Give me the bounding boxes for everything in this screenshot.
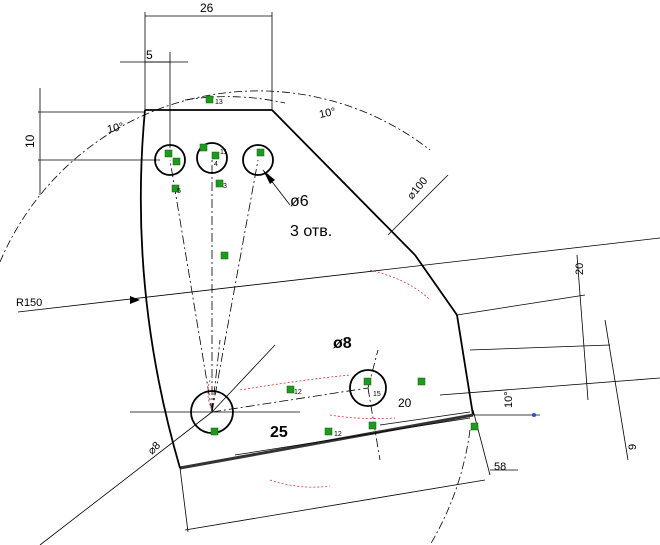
relation-label-5: 5 xyxy=(177,188,181,195)
relation-label-12a: 12 xyxy=(294,389,302,396)
relation-label-4: 4 xyxy=(214,161,218,168)
relation-label-12b: 12 xyxy=(334,431,342,438)
relation-markers xyxy=(164,95,479,436)
callout-hole6-count: 3 отв. xyxy=(290,223,332,240)
sketch-traces xyxy=(207,269,431,488)
dim-right-20[interactable]: 20 xyxy=(574,263,586,275)
dim-bottom-58[interactable]: 58 xyxy=(494,461,506,473)
center-lines xyxy=(169,158,381,461)
outline-bottom-edge[interactable] xyxy=(179,413,474,470)
arrow-r150 xyxy=(130,296,140,304)
relation-label-15: 15 xyxy=(373,391,381,398)
dim-vertical-10[interactable]: 10 xyxy=(23,134,37,148)
relation-label-3: 3 xyxy=(223,183,227,190)
dim-hole-offset[interactable]: 5 xyxy=(146,48,153,62)
outline-right-lower[interactable] xyxy=(456,314,474,416)
dim-right-9[interactable]: 9 xyxy=(627,444,639,450)
callout-hole6-dia: ø6 xyxy=(290,193,309,210)
relation-label-13: 13 xyxy=(215,99,223,106)
callout-hole8-dia: ø8 xyxy=(333,335,352,352)
hole-8-center[interactable] xyxy=(349,369,387,407)
construction-arc-top xyxy=(184,96,286,104)
hole-6-right[interactable] xyxy=(242,144,274,176)
dim-angle-right[interactable]: 10° xyxy=(318,106,337,121)
dim-mid-20[interactable]: 20 xyxy=(398,396,412,410)
hole-6-middle[interactable] xyxy=(196,142,228,174)
outline-right-chamfer[interactable] xyxy=(271,109,416,256)
dim-bottom-25[interactable]: 25 xyxy=(270,424,288,441)
dim-radius[interactable]: R150 xyxy=(16,297,42,309)
dim-hole8-dia[interactable]: ⌀8 xyxy=(146,440,164,458)
relation-label-11: 11 xyxy=(220,149,227,156)
dim-angle-left[interactable]: 10° xyxy=(106,121,125,136)
arrow-hole6-leader xyxy=(263,170,275,184)
outline-right-upper[interactable] xyxy=(414,254,458,316)
sketch-point[interactable] xyxy=(532,413,536,417)
dim-circle-dia[interactable]: ⌀100 xyxy=(405,175,430,202)
construction-arc-outer xyxy=(429,429,471,545)
dimension-lines xyxy=(17,12,660,545)
outline-left-arc[interactable] xyxy=(139,109,181,469)
part-outline[interactable] xyxy=(139,109,474,470)
construction-circle-100 xyxy=(0,90,431,263)
dim-top-width[interactable]: 26 xyxy=(200,1,214,15)
dim-right-10[interactable]: 10° xyxy=(503,391,515,408)
